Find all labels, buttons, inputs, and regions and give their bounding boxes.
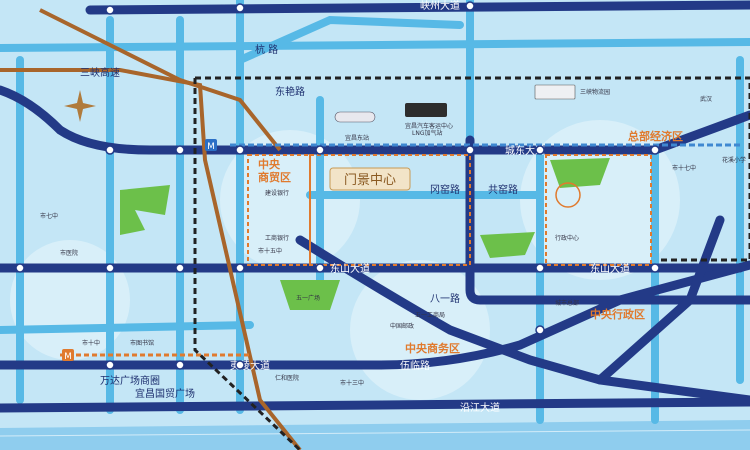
label-bayi: 八一路	[430, 292, 460, 305]
road-yiling	[0, 260, 750, 370]
poi-wanda: 万达广场商圈	[100, 374, 160, 387]
district-hq: 总部经济区	[628, 129, 683, 143]
project-badge	[329, 167, 411, 191]
poi-post: 中国邮政	[390, 322, 414, 330]
poi-music: 市七中	[40, 212, 58, 220]
label-xiaxia: 峡州大道	[420, 0, 460, 12]
parks	[120, 158, 610, 310]
metro-badge-bottom-label: M	[64, 352, 72, 362]
district-boundary-hq	[545, 154, 652, 266]
poi-bus-center: 宜昌汽车客运中心	[405, 122, 453, 130]
road-north-curve	[236, 15, 464, 64]
road-bayi	[295, 235, 750, 405]
poi-logistics: 三峡物流园	[580, 88, 610, 96]
label-yanjiang: 沿江大道	[460, 401, 500, 414]
label-gangyao: 冈窑路	[430, 183, 460, 196]
road-south-1	[0, 321, 254, 334]
poi-wuhan: 武汉	[700, 95, 712, 103]
poi-lng: LNG加气站	[412, 129, 442, 137]
poi-east-station: 宜昌东站	[345, 134, 369, 142]
district-boundary-center	[309, 154, 471, 266]
zone-tint-center	[220, 130, 360, 270]
district-admin: 中央行政区	[590, 307, 645, 321]
road-yanjiang	[0, 397, 750, 413]
label-dongshan: 东山大道	[330, 262, 370, 275]
poi-school15: 市十五中	[258, 247, 282, 255]
label-dongyan: 东艳路	[275, 85, 305, 98]
main-roads	[0, 0, 750, 413]
ferris-wheel-icon	[555, 182, 581, 208]
boundary-dashed	[195, 76, 750, 262]
train-icon	[334, 111, 376, 123]
boundary-dashed-west	[193, 78, 302, 450]
road-gongyao-loop	[465, 135, 750, 305]
poi-admin-center: 行政中心	[555, 234, 579, 242]
poi-ren-hospital: 仁和医院	[275, 374, 299, 382]
poi-hospital: 市医院	[60, 249, 78, 257]
district-boundaries	[247, 154, 652, 266]
poi-industry: 五一工商局	[415, 311, 445, 319]
district-trade: 中央商贸区	[258, 157, 291, 184]
park-west	[120, 185, 170, 235]
park-hq	[550, 158, 610, 188]
road-hang	[0, 38, 750, 52]
label-chengdong: 城东大道	[505, 144, 545, 157]
park-east	[480, 232, 535, 258]
metro-badge-bottom	[62, 349, 74, 361]
road-chengdong	[0, 85, 750, 155]
poi-middle-school: 市十七中	[672, 164, 696, 172]
poi-hq-city: 城市总部	[555, 299, 579, 307]
label-gongyao: 共窑路	[488, 183, 518, 196]
truck-icon	[534, 84, 576, 100]
intersections	[15, 1, 660, 370]
district-business: 中央商务区	[405, 341, 460, 355]
label-sanxia: 三峡高速	[80, 66, 120, 79]
railway	[0, 8, 302, 450]
district-boundary-trade	[247, 154, 311, 266]
river-highlight	[0, 429, 750, 437]
railway-line-2	[39, 8, 282, 152]
secondary-roads	[0, 0, 750, 424]
metro-badge-top	[205, 139, 217, 151]
road-east-diagonal	[595, 215, 725, 385]
label-dongshan-2: 东山大道	[590, 262, 630, 275]
railway-line-1	[0, 68, 302, 450]
poi-yichang-mansion: 宜昌国贸广场	[135, 387, 195, 400]
project-label: 门景中心	[344, 173, 396, 188]
river	[0, 420, 750, 450]
poi-school13: 市十三中	[340, 379, 364, 387]
poi-school10: 市十中	[82, 339, 100, 347]
label-wulin: 伍临路	[400, 359, 430, 372]
poi-industrial-bank: 工商银行	[265, 234, 289, 242]
compass-icon	[64, 90, 96, 122]
poi-flower: 花溪小学	[722, 156, 746, 164]
park-central-plaza	[280, 280, 340, 310]
label-hang: 杭 路	[255, 43, 278, 56]
poi-central-plaza: 五一广场	[296, 294, 320, 302]
poi-library: 市图书馆	[130, 339, 154, 347]
poi-construction-bank: 建设银行	[265, 189, 289, 197]
metro-badge-top-label: M	[207, 142, 215, 152]
road-xiaxia	[85, 0, 750, 15]
bus-icon	[405, 103, 447, 117]
